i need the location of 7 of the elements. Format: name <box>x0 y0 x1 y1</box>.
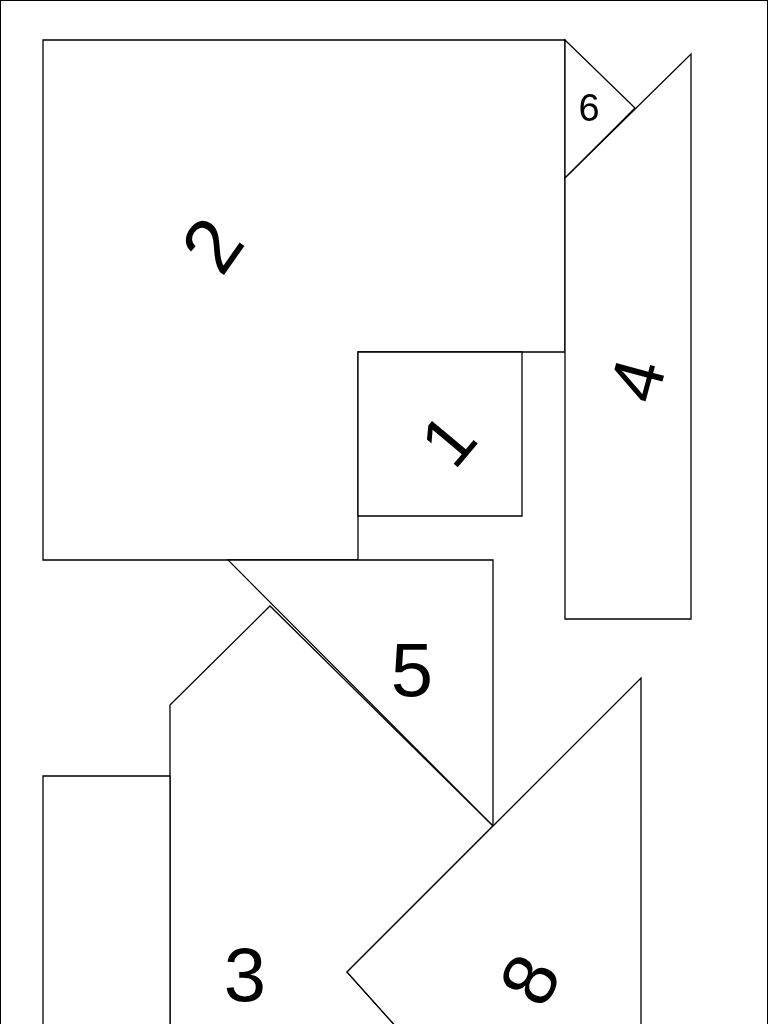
piece-number: 4 <box>597 351 677 409</box>
piece-number: 2 <box>167 204 257 286</box>
piece-number: 6 <box>578 89 600 127</box>
piece-number: 1 <box>407 401 489 479</box>
piece-number: 3 <box>223 937 267 1013</box>
piece-number: 5 <box>390 632 434 708</box>
piece-number: 8 <box>486 943 574 1017</box>
